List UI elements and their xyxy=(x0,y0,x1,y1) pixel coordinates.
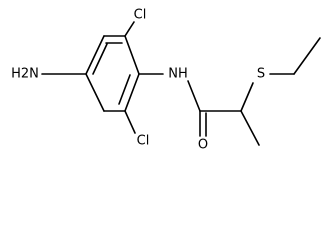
amine-label: H2N xyxy=(11,67,39,82)
bond-ring-cl-top xyxy=(124,21,135,37)
bond-ethyl xyxy=(293,37,321,75)
carbonyl-oxygen-label: O xyxy=(198,138,208,153)
ring-bond xyxy=(124,35,140,75)
ring-double-bond xyxy=(92,43,108,75)
chlorine-bottom-label: Cl xyxy=(137,134,150,149)
ring-double-bond xyxy=(118,74,131,105)
amide-nitrogen-label: NH xyxy=(168,67,188,82)
ring-bond xyxy=(85,35,105,75)
bond-ring-cl-bottom xyxy=(124,110,136,134)
molecule-structure: H2N Cl Cl NH O S xyxy=(11,8,321,153)
sulfur-label: S xyxy=(257,67,265,82)
ring-bond xyxy=(85,73,105,112)
bond-alpha-methyl xyxy=(240,110,260,146)
ring-bond xyxy=(124,73,140,112)
chlorine-top-label: Cl xyxy=(134,8,147,23)
bond-alpha-sulfur xyxy=(240,82,254,112)
benzene-ring xyxy=(85,35,140,112)
bond-nh-carbonyl xyxy=(187,80,201,112)
